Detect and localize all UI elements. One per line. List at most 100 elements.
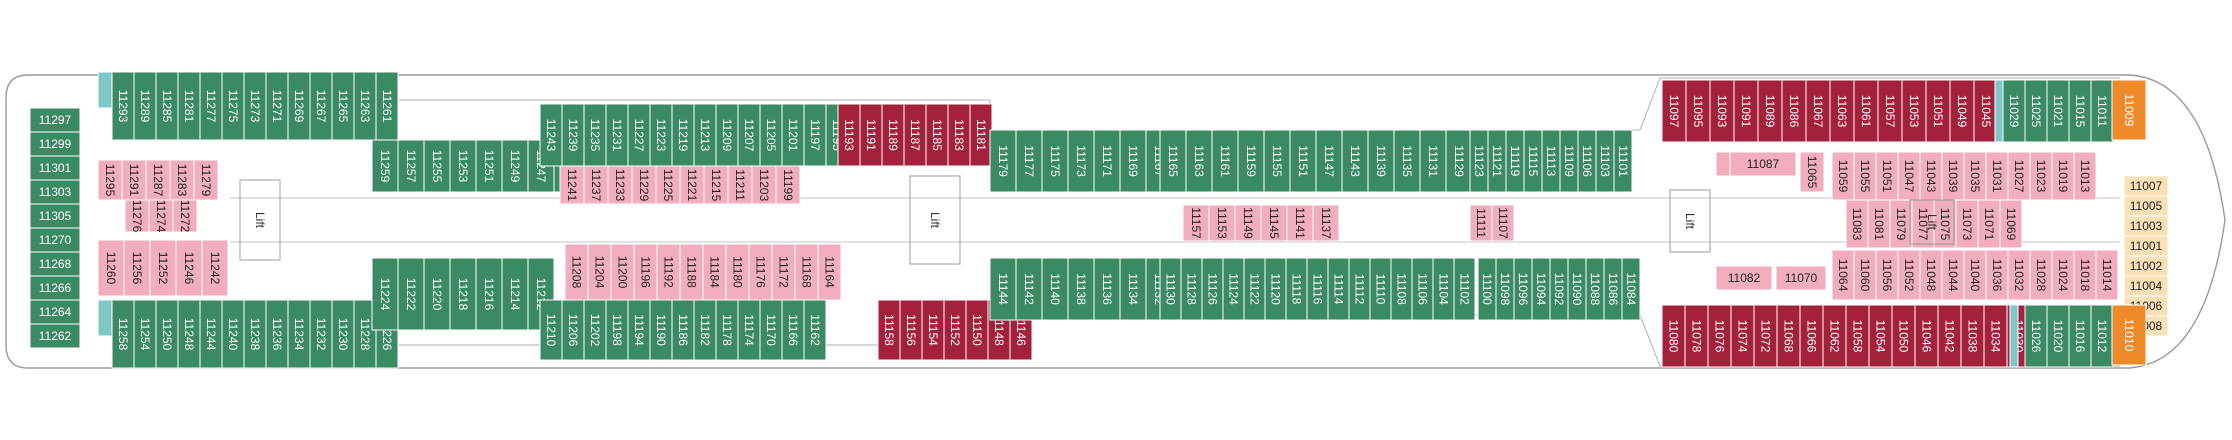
cabin-11209[interactable]: 11209: [715, 103, 739, 167]
cabin-11230[interactable]: 11230: [331, 299, 355, 369]
cabin-11154[interactable]: 11154: [921, 299, 945, 361]
cabin-11046[interactable]: 11046: [1914, 304, 1939, 368]
cabin-11235[interactable]: 11235: [583, 103, 607, 167]
cabin-11135[interactable]: 11135: [1393, 129, 1421, 193]
cabin-11240[interactable]: 11240: [221, 299, 245, 369]
cabin-11139[interactable]: 11139: [1367, 129, 1395, 193]
cabin-11045[interactable]: 11045: [1973, 79, 1999, 143]
cabin-11131[interactable]: 11131: [1419, 129, 1447, 193]
cabin-11083[interactable]: 11083: [1845, 199, 1869, 249]
cabin-11269[interactable]: 11269: [287, 71, 311, 141]
cabin-11115[interactable]: 11115: [1523, 129, 1543, 193]
cabin-11220[interactable]: 11220: [423, 257, 451, 331]
cabin-11113[interactable]: 11113: [1541, 129, 1561, 193]
cabin-11040[interactable]: 11040: [1963, 249, 1987, 301]
cabin-11012[interactable]: 11012: [2090, 304, 2114, 368]
cabin-11070[interactable]: 11070: [1775, 265, 1827, 291]
cabin-11161[interactable]: 11161: [1211, 129, 1239, 193]
cabin-11141[interactable]: 11141: [1286, 204, 1314, 242]
cabin-11172[interactable]: 11172: [771, 243, 796, 301]
cabin-11063[interactable]: 11063: [1829, 79, 1855, 143]
cabin-[interactable]: [1994, 79, 2004, 143]
cabin-11136[interactable]: 11136: [1093, 257, 1121, 321]
cabin-11238[interactable]: 11238: [243, 299, 267, 369]
cabin-11204[interactable]: 11204: [587, 243, 612, 301]
cabin-11283[interactable]: 11283: [169, 159, 195, 201]
cabin-11110[interactable]: 11110: [1369, 257, 1392, 321]
cabin-11200[interactable]: 11200: [610, 243, 635, 301]
cabin-11183[interactable]: 11183: [947, 103, 971, 167]
cabin-11094[interactable]: 11094: [1531, 257, 1551, 321]
cabin-11130[interactable]: 11130: [1159, 257, 1182, 321]
cabin-11126[interactable]: 11126: [1201, 257, 1224, 321]
cabin-11196[interactable]: 11196: [633, 243, 658, 301]
cabin-11206[interactable]: 11206: [561, 299, 585, 361]
cabin-11147[interactable]: 11147: [1315, 129, 1343, 193]
cabin-11162[interactable]: 11162: [803, 299, 827, 361]
cabin-11289[interactable]: 11289: [133, 71, 157, 141]
cabin-11065[interactable]: 11065: [1799, 151, 1825, 193]
cabin-11023[interactable]: 11023: [2029, 151, 2053, 201]
cabin-11124[interactable]: 11124: [1222, 257, 1245, 321]
cabin-11044[interactable]: 11044: [1941, 249, 1965, 301]
cabin-11069[interactable]: 11069: [1999, 199, 2023, 249]
cabin-11213[interactable]: 11213: [693, 103, 717, 167]
cabin-11202[interactable]: 11202: [583, 299, 607, 361]
cabin-11272[interactable]: 11272: [172, 199, 198, 233]
cabin-11034[interactable]: 11034: [1983, 304, 2008, 368]
cabin-11191[interactable]: 11191: [859, 103, 883, 167]
cabin-11179[interactable]: 11179: [989, 129, 1017, 193]
cabin-11059[interactable]: 11059: [1831, 151, 1855, 201]
cabin-11297[interactable]: 11297: [29, 107, 81, 133]
cabin-11076[interactable]: 11076: [1707, 304, 1732, 368]
cabin-11098[interactable]: 11098: [1495, 257, 1515, 321]
cabin-11097[interactable]: 11097: [1661, 79, 1687, 143]
cabin-11087[interactable]: 11087: [1729, 151, 1797, 177]
cabin-11013[interactable]: 11013: [2073, 151, 2097, 201]
cabin-11257[interactable]: 11257: [397, 139, 425, 193]
cabin-11107[interactable]: 11107: [1491, 204, 1515, 242]
cabin-11182[interactable]: 11182: [693, 299, 717, 361]
cabin-11051[interactable]: 11051: [1925, 79, 1951, 143]
cabin-11227[interactable]: 11227: [627, 103, 651, 167]
cabin-11252[interactable]: 11252: [149, 239, 177, 297]
cabin-11120[interactable]: 11120: [1264, 257, 1287, 321]
cabin-11092[interactable]: 11092: [1549, 257, 1569, 321]
cabin-11275[interactable]: 11275: [221, 71, 245, 141]
cabin-11295[interactable]: 11295: [97, 159, 123, 201]
cabin-11303[interactable]: 11303: [29, 179, 81, 205]
cabin-11150[interactable]: 11150: [965, 299, 989, 361]
cabin-11219[interactable]: 11219: [671, 103, 695, 167]
cabin-11039[interactable]: 11039: [1941, 151, 1965, 201]
cabin-11248[interactable]: 11248: [177, 299, 201, 369]
cabin-11277[interactable]: 11277: [199, 71, 223, 141]
cabin-11260[interactable]: 11260: [97, 239, 125, 297]
cabin-11221[interactable]: 11221: [679, 165, 705, 205]
cabin-11075[interactable]: 11075: [1933, 199, 1957, 249]
cabin-11003[interactable]: 11003: [2123, 215, 2169, 237]
cabin-11011[interactable]: 11011: [2090, 79, 2114, 143]
cabin-11249[interactable]: 11249: [501, 139, 529, 193]
cabin-11267[interactable]: 11267: [309, 71, 333, 141]
cabin-[interactable]: [97, 71, 113, 109]
cabin-11052[interactable]: 11052: [1897, 249, 1921, 301]
cabin-11081[interactable]: 11081: [1867, 199, 1891, 249]
cabin-11223[interactable]: 11223: [649, 103, 673, 167]
cabin-11043[interactable]: 11043: [1919, 151, 1943, 201]
cabin-11255[interactable]: 11255: [423, 139, 451, 193]
cabin-11210[interactable]: 11210: [539, 299, 563, 361]
cabin-11036[interactable]: 11036: [1985, 249, 2009, 301]
cabin-11186[interactable]: 11186: [671, 299, 695, 361]
cabin-11184[interactable]: 11184: [702, 243, 727, 301]
cabin-11010[interactable]: 11010: [2111, 304, 2147, 366]
cabin-11106[interactable]: 11106: [1577, 129, 1597, 193]
cabin-[interactable]: [2009, 304, 2019, 368]
cabin-11211[interactable]: 11211: [727, 165, 753, 205]
cabin-11086[interactable]: 11086: [1603, 257, 1623, 321]
cabin-11122[interactable]: 11122: [1243, 257, 1266, 321]
cabin-11244[interactable]: 11244: [199, 299, 223, 369]
cabin-11118[interactable]: 11118: [1285, 257, 1308, 321]
cabin-11074[interactable]: 11074: [1730, 304, 1755, 368]
cabin-11250[interactable]: 11250: [155, 299, 179, 369]
cabin-11273[interactable]: 11273: [243, 71, 267, 141]
